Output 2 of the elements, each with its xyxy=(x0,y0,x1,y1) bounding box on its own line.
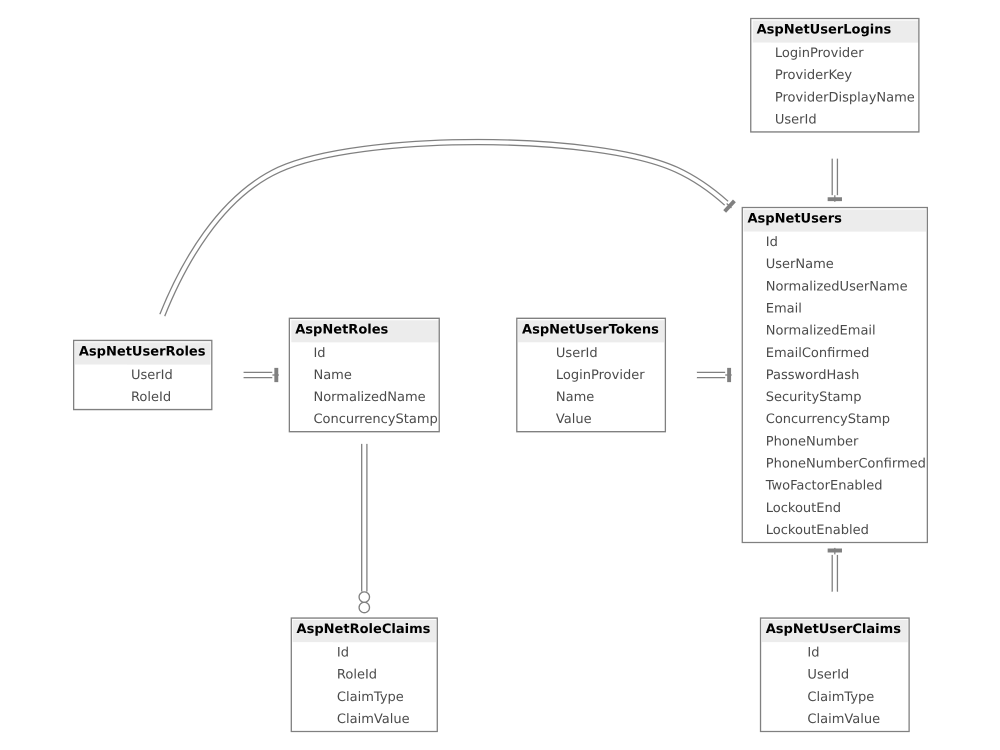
connector xyxy=(358,444,370,614)
connector xyxy=(827,158,842,202)
